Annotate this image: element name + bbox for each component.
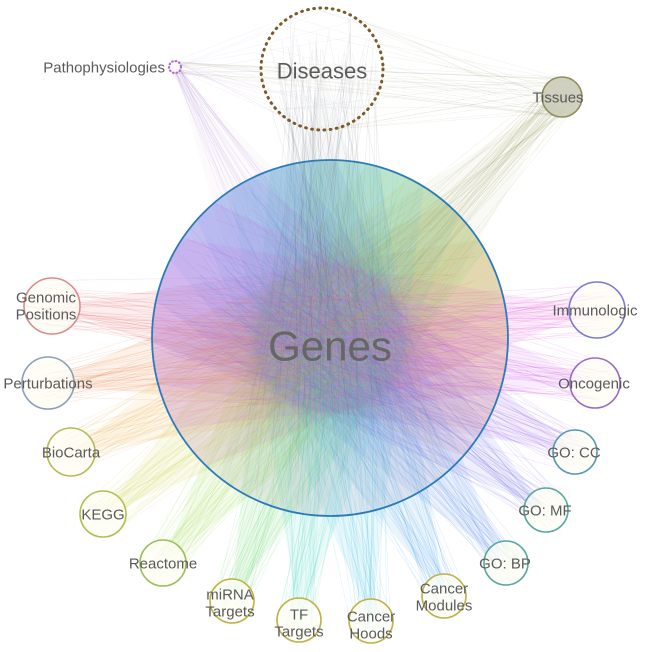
label-reactome: Reactome — [129, 555, 197, 572]
label-go-cc: GO: CC — [547, 444, 601, 461]
edge-fans — [48, 67, 597, 621]
node-go-cc[interactable] — [552, 429, 598, 475]
node-tf-targets[interactable] — [276, 597, 322, 643]
node-kegg[interactable] — [79, 490, 127, 538]
node-tissues[interactable] — [541, 76, 583, 118]
edge-lines — [24, 7, 622, 641]
node-immunologic[interactable] — [568, 281, 626, 339]
node-mirna-targets[interactable] — [209, 578, 255, 624]
label-diseases: Diseases — [277, 59, 367, 84]
label-genes: Genes — [268, 323, 392, 370]
nodes — [21, 6, 626, 644]
label-tissues: Tissues — [532, 89, 583, 106]
node-diseases[interactable] — [259, 6, 385, 132]
label-kegg: KEGG — [81, 506, 124, 523]
node-genes[interactable] — [151, 159, 509, 517]
label-pathophysiologies: Pathophysiologies — [43, 59, 165, 76]
node-reactome[interactable] — [139, 539, 187, 587]
label-immunologic: Immunologic — [552, 302, 638, 319]
node-go-bp[interactable] — [483, 540, 529, 586]
node-perturbations[interactable] — [21, 356, 75, 410]
node-oncogenic[interactable] — [569, 357, 621, 409]
label-go-mf: GO: MF — [518, 502, 571, 519]
node-cancer-modules[interactable] — [421, 573, 467, 619]
label-biocarta: BioCarta — [42, 444, 101, 461]
label-perturbations: Perturbations — [3, 375, 92, 392]
label-oncogenic: Oncogenic — [558, 375, 630, 392]
node-pathophysiologies[interactable] — [167, 59, 183, 75]
node-genomic-positions[interactable] — [23, 277, 81, 335]
node-biocarta[interactable] — [46, 427, 96, 477]
label-go-bp: GO: BP — [479, 555, 531, 572]
node-go-mf[interactable] — [523, 487, 569, 533]
node-cancer-hoods[interactable] — [348, 598, 394, 644]
